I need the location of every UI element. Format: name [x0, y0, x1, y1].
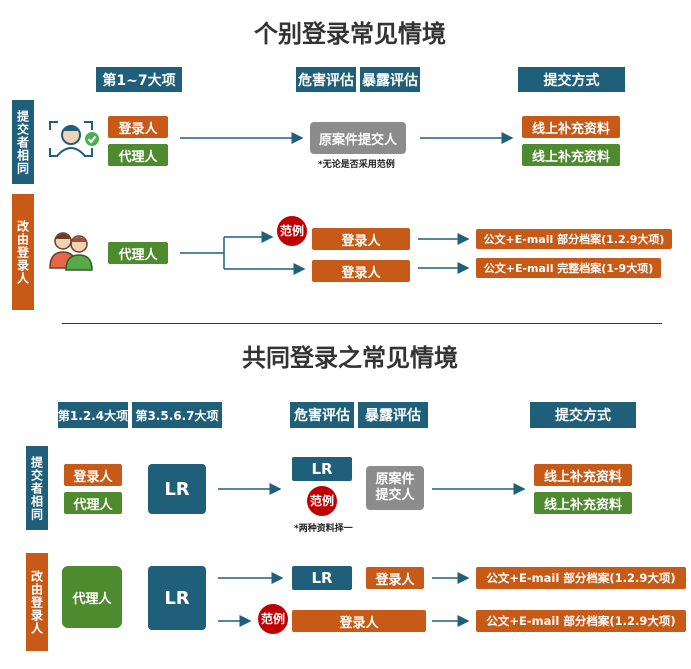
- top-row2-output-1: 公文+E-mail 部分档案(1.2.9大项): [476, 229, 672, 249]
- top-row2-role-registrant-2: 登录人: [312, 260, 410, 282]
- bottom-header-submit: 提交方式: [530, 402, 636, 428]
- two-people-icon: [46, 228, 96, 272]
- person-check-icon: [46, 118, 100, 162]
- top-title: 个别登录常见情境: [254, 20, 446, 48]
- bottom-header-hazard: 危害评估: [290, 402, 354, 428]
- top-header-submit: 提交方式: [518, 67, 625, 92]
- top-row1-side-label: 提交者相同: [12, 100, 34, 184]
- bottom-header-items-b: 第3.5.6.7大项: [132, 402, 222, 428]
- top-header-exposure: 暴露评估: [360, 67, 420, 92]
- bottom-row1-lr-small: LR: [292, 457, 352, 481]
- bottom-row2-output-1: 公文+E-mail 部分档案(1.2.9大项): [476, 567, 686, 589]
- bottom-row2-role-registrant-2: 登录人: [292, 610, 426, 632]
- top-header-items: 第1~7大项: [96, 67, 182, 92]
- bottom-row1-output-2: 线上补充资料: [534, 492, 632, 514]
- top-row2-output-2: 公文+E-mail 完整档案(1-9大项): [476, 258, 661, 278]
- bottom-header-exposure: 暴露评估: [358, 402, 428, 428]
- bottom-row1-output-1: 线上补充资料: [534, 464, 632, 486]
- bottom-row2-side-label: 改由登录人: [26, 553, 48, 651]
- top-row2-side-label: 改由登录人: [12, 194, 34, 310]
- section-divider: [62, 323, 662, 324]
- bottom-row2-lr-small: LR: [292, 566, 352, 590]
- top-row2-role-agent: 代理人: [108, 242, 168, 264]
- top-row1-output-2: 线上补充资料: [522, 144, 620, 166]
- top-row2-role-registrant-1: 登录人: [312, 228, 410, 250]
- bottom-row1-role-registrant: 登录人: [64, 464, 122, 486]
- bottom-row1-sample-badge: 范例: [307, 486, 337, 516]
- top-row1-role-registrant: 登录人: [108, 116, 168, 138]
- bottom-row1-role-agent: 代理人: [64, 492, 122, 514]
- bottom-header-items-a: 第1.2.4大项: [58, 402, 128, 428]
- top-row1-note: *无论是否采用范例: [318, 160, 395, 170]
- bottom-row1-lead-registrant: LR: [148, 464, 206, 514]
- top-row2-sample-badge: 范例: [277, 216, 307, 246]
- top-row1-original-submitter: 原案件提交人: [310, 122, 406, 154]
- bottom-row2-role-registrant-1: 登录人: [366, 567, 424, 589]
- bottom-row2-output-2: 公文+E-mail 部分档案(1.2.9大项): [476, 610, 686, 632]
- bottom-row2-lead-registrant: LR: [148, 566, 206, 630]
- top-row1-output-1: 线上补充资料: [522, 116, 620, 138]
- bottom-row1-original-submitter: 原案件提交人: [366, 466, 424, 510]
- bottom-row1-side-label: 提交者相同: [26, 446, 48, 530]
- bottom-row1-note: *两种资料择一: [294, 524, 353, 534]
- top-header-hazard: 危害评估: [296, 67, 356, 92]
- bottom-row2-sample-badge: 范例: [258, 604, 288, 634]
- bottom-title: 共同登录之常见情境: [242, 344, 458, 372]
- bottom-row2-role-agent: 代理人: [62, 566, 122, 628]
- top-row1-role-agent: 代理人: [108, 144, 168, 166]
